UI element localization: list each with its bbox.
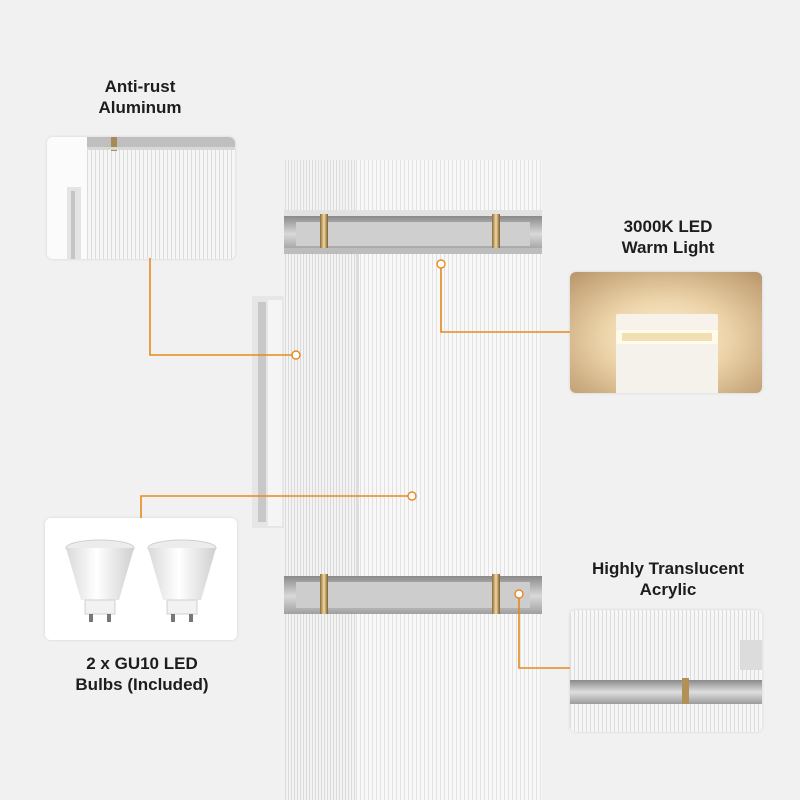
callout-label-warm-light-line1: 3000K LED (623, 217, 713, 236)
wall-bracket (252, 296, 284, 528)
leader-line-bulbs (140, 495, 412, 518)
warm-light-detail-card (570, 272, 762, 393)
aluminum-detail-card (47, 137, 235, 259)
bulb-icon (65, 539, 135, 622)
callout-dot-acrylic (514, 589, 524, 599)
callout-dot-warm-light (436, 259, 446, 269)
lower-acrylic-ring (284, 574, 542, 618)
bulbs-detail-card (45, 518, 237, 640)
callout-label-acrylic: Highly Translucent Acrylic (570, 558, 766, 600)
leader-line-aluminum (149, 258, 296, 356)
callout-label-acrylic-line1: Highly Translucent (591, 559, 745, 578)
callout-label-bulbs: 2 x GU10 LED Bulbs (Included) (50, 653, 234, 695)
callout-label-warm-light: 3000K LED Warm Light (598, 216, 738, 258)
callout-dot-aluminum (291, 350, 301, 360)
callout-label-bulbs-line1: 2 x GU10 LED (86, 654, 198, 673)
leader-line-acrylic (518, 594, 570, 669)
callout-dot-bulbs (407, 491, 417, 501)
acrylic-detail-card (570, 610, 762, 732)
fixture-top-cap (284, 160, 542, 216)
bulb-icon (147, 539, 217, 622)
callout-label-aluminum-line1: Anti-rust (104, 77, 176, 96)
fixture-body (284, 254, 542, 576)
callout-label-warm-light-line2: Warm Light (621, 238, 715, 257)
callout-label-bulbs-line2: Bulbs (Included) (75, 675, 209, 694)
callout-label-aluminum-line2: Aluminum (98, 98, 182, 117)
fixture-bottom-cap (284, 614, 542, 800)
callout-label-aluminum: Anti-rust Aluminum (70, 76, 210, 118)
leader-line-warm-light (440, 264, 570, 333)
upper-acrylic-ring (284, 214, 542, 254)
callout-label-acrylic-line2: Acrylic (639, 580, 697, 599)
